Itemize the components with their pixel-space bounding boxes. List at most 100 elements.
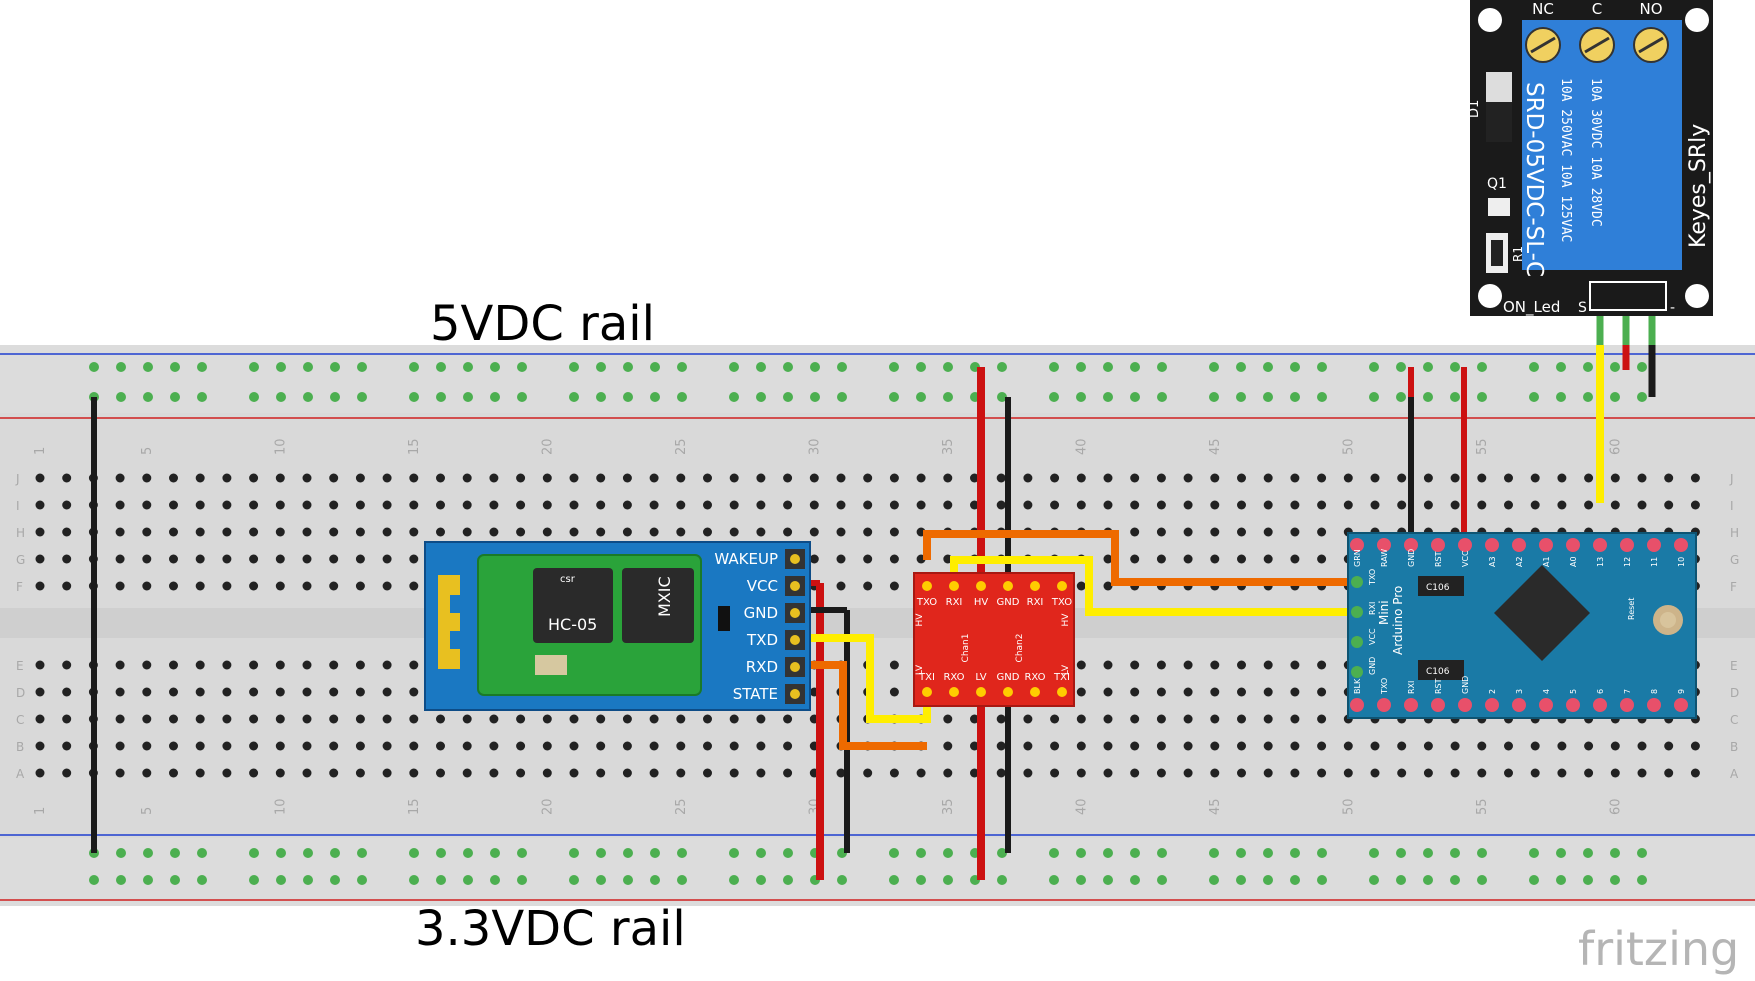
breadboard-hole [1210,527,1220,537]
breadboard-hole [1664,768,1674,778]
rail-hole [997,362,1007,372]
breadboard-hole [1263,768,1273,778]
breadboard-hole [970,473,979,483]
breadboard-hole [1050,741,1060,751]
bottom-rail-label: 3.3VDC rail [415,901,686,957]
breadboard-hole [1050,768,1060,778]
rail-hole [1263,392,1273,402]
breadboard-hole [489,714,499,724]
arduino-pin-pad [1431,538,1445,552]
arduino-pin-pad [1674,698,1688,712]
rail-hole [1049,362,1059,372]
rail-hole [837,392,847,402]
breadboard-hole [222,473,232,483]
rail-hole [1450,362,1460,372]
breadboard-hole [462,768,472,778]
arduino-pin-pad [1485,698,1499,712]
breadboard-hole [783,473,793,483]
breadboard-hole [1290,473,1300,483]
breadboard-hole [1370,768,1380,778]
breadboard-hole [1317,500,1327,510]
breadboard-hole [1023,473,1033,483]
rail-hole [650,392,660,402]
rail-hole [197,392,207,402]
breadboard-hole [1664,500,1674,510]
rail-hole [1529,875,1539,885]
column-number: 1 [33,807,48,815]
breadboard-hole [1637,473,1647,483]
breadboard-hole [542,527,552,537]
rail-hole [1236,875,1246,885]
breadboard-hole [836,473,846,483]
level-shifter-pin-label: GND [997,597,1020,608]
breadboard-hole [1237,660,1246,670]
rail-hole [837,875,847,885]
breadboard-hole [142,554,152,564]
arduino-pin-label: TXO [1380,678,1389,695]
rail-hole [276,392,286,402]
rail-hole [116,362,126,372]
breadboard-hole [169,500,178,510]
breadboard-hole [222,714,232,724]
breadboard-hole [409,527,419,537]
breadboard-hole [1450,741,1460,751]
column-number: 15 [407,798,422,815]
rail-hole [837,362,847,372]
breadboard-hole [1130,527,1140,537]
breadboard-hole [489,768,499,778]
breadboard-hole [809,554,819,564]
breadboard-hole [596,768,606,778]
breadboard-hole [1557,473,1567,483]
breadboard-hole [1690,768,1700,778]
rail-hole [1369,362,1379,372]
column-number: 35 [941,798,956,815]
breadboard-hole [115,660,125,670]
column-number: 20 [540,798,555,815]
rail-hole [436,362,446,372]
breadboard-hole [1130,714,1140,724]
rail-hole [623,875,633,885]
rail-hole [1103,362,1113,372]
level-shifter-pad [1057,687,1067,697]
rail-hole [249,875,259,885]
breadboard-hole [302,581,312,591]
breadboard-hole [996,473,1006,483]
breadboard-hole [302,714,312,724]
breadboard-hole [195,581,205,591]
breadboard-hole [703,527,712,537]
row-letter: A [16,767,25,781]
breadboard-hole [1130,500,1140,510]
breadboard-hole [1530,741,1540,751]
rail-hole [1637,392,1647,402]
level-shifter-pin-label: TXI [918,672,935,683]
breadboard-hole [863,554,873,564]
breadboard-hole [35,687,45,697]
rail-hole [1130,362,1140,372]
row-letter: H [16,526,25,540]
breadboard-hole [1130,473,1140,483]
rail-hole [463,362,473,372]
rail-hole [330,875,340,885]
breadboard-hole [1317,527,1327,537]
breadboard-hole [62,581,72,591]
breadboard-hole [35,527,45,537]
rail-hole [1610,848,1620,858]
breadboard-hole [275,581,285,591]
breadboard-hole [943,741,953,751]
rail-hole [1290,848,1300,858]
level-shifter-channel-label: Chan2 [1015,634,1025,663]
breadboard-hole [1557,741,1567,751]
rail-hole [1423,362,1433,372]
breadboard-hole [676,714,686,724]
rail-hole [623,848,633,858]
rail-hole [756,362,766,372]
breadboard-hole [1210,714,1220,724]
mounting-hole-icon [1685,284,1709,308]
breadboard-hole [436,500,445,510]
arduino-pin-label: VCC [1368,628,1377,645]
rail-hole [303,362,313,372]
breadboard-hole [542,500,552,510]
breadboard-hole [703,714,712,724]
breadboard-hole [729,527,739,537]
breadboard-hole [1237,500,1246,510]
